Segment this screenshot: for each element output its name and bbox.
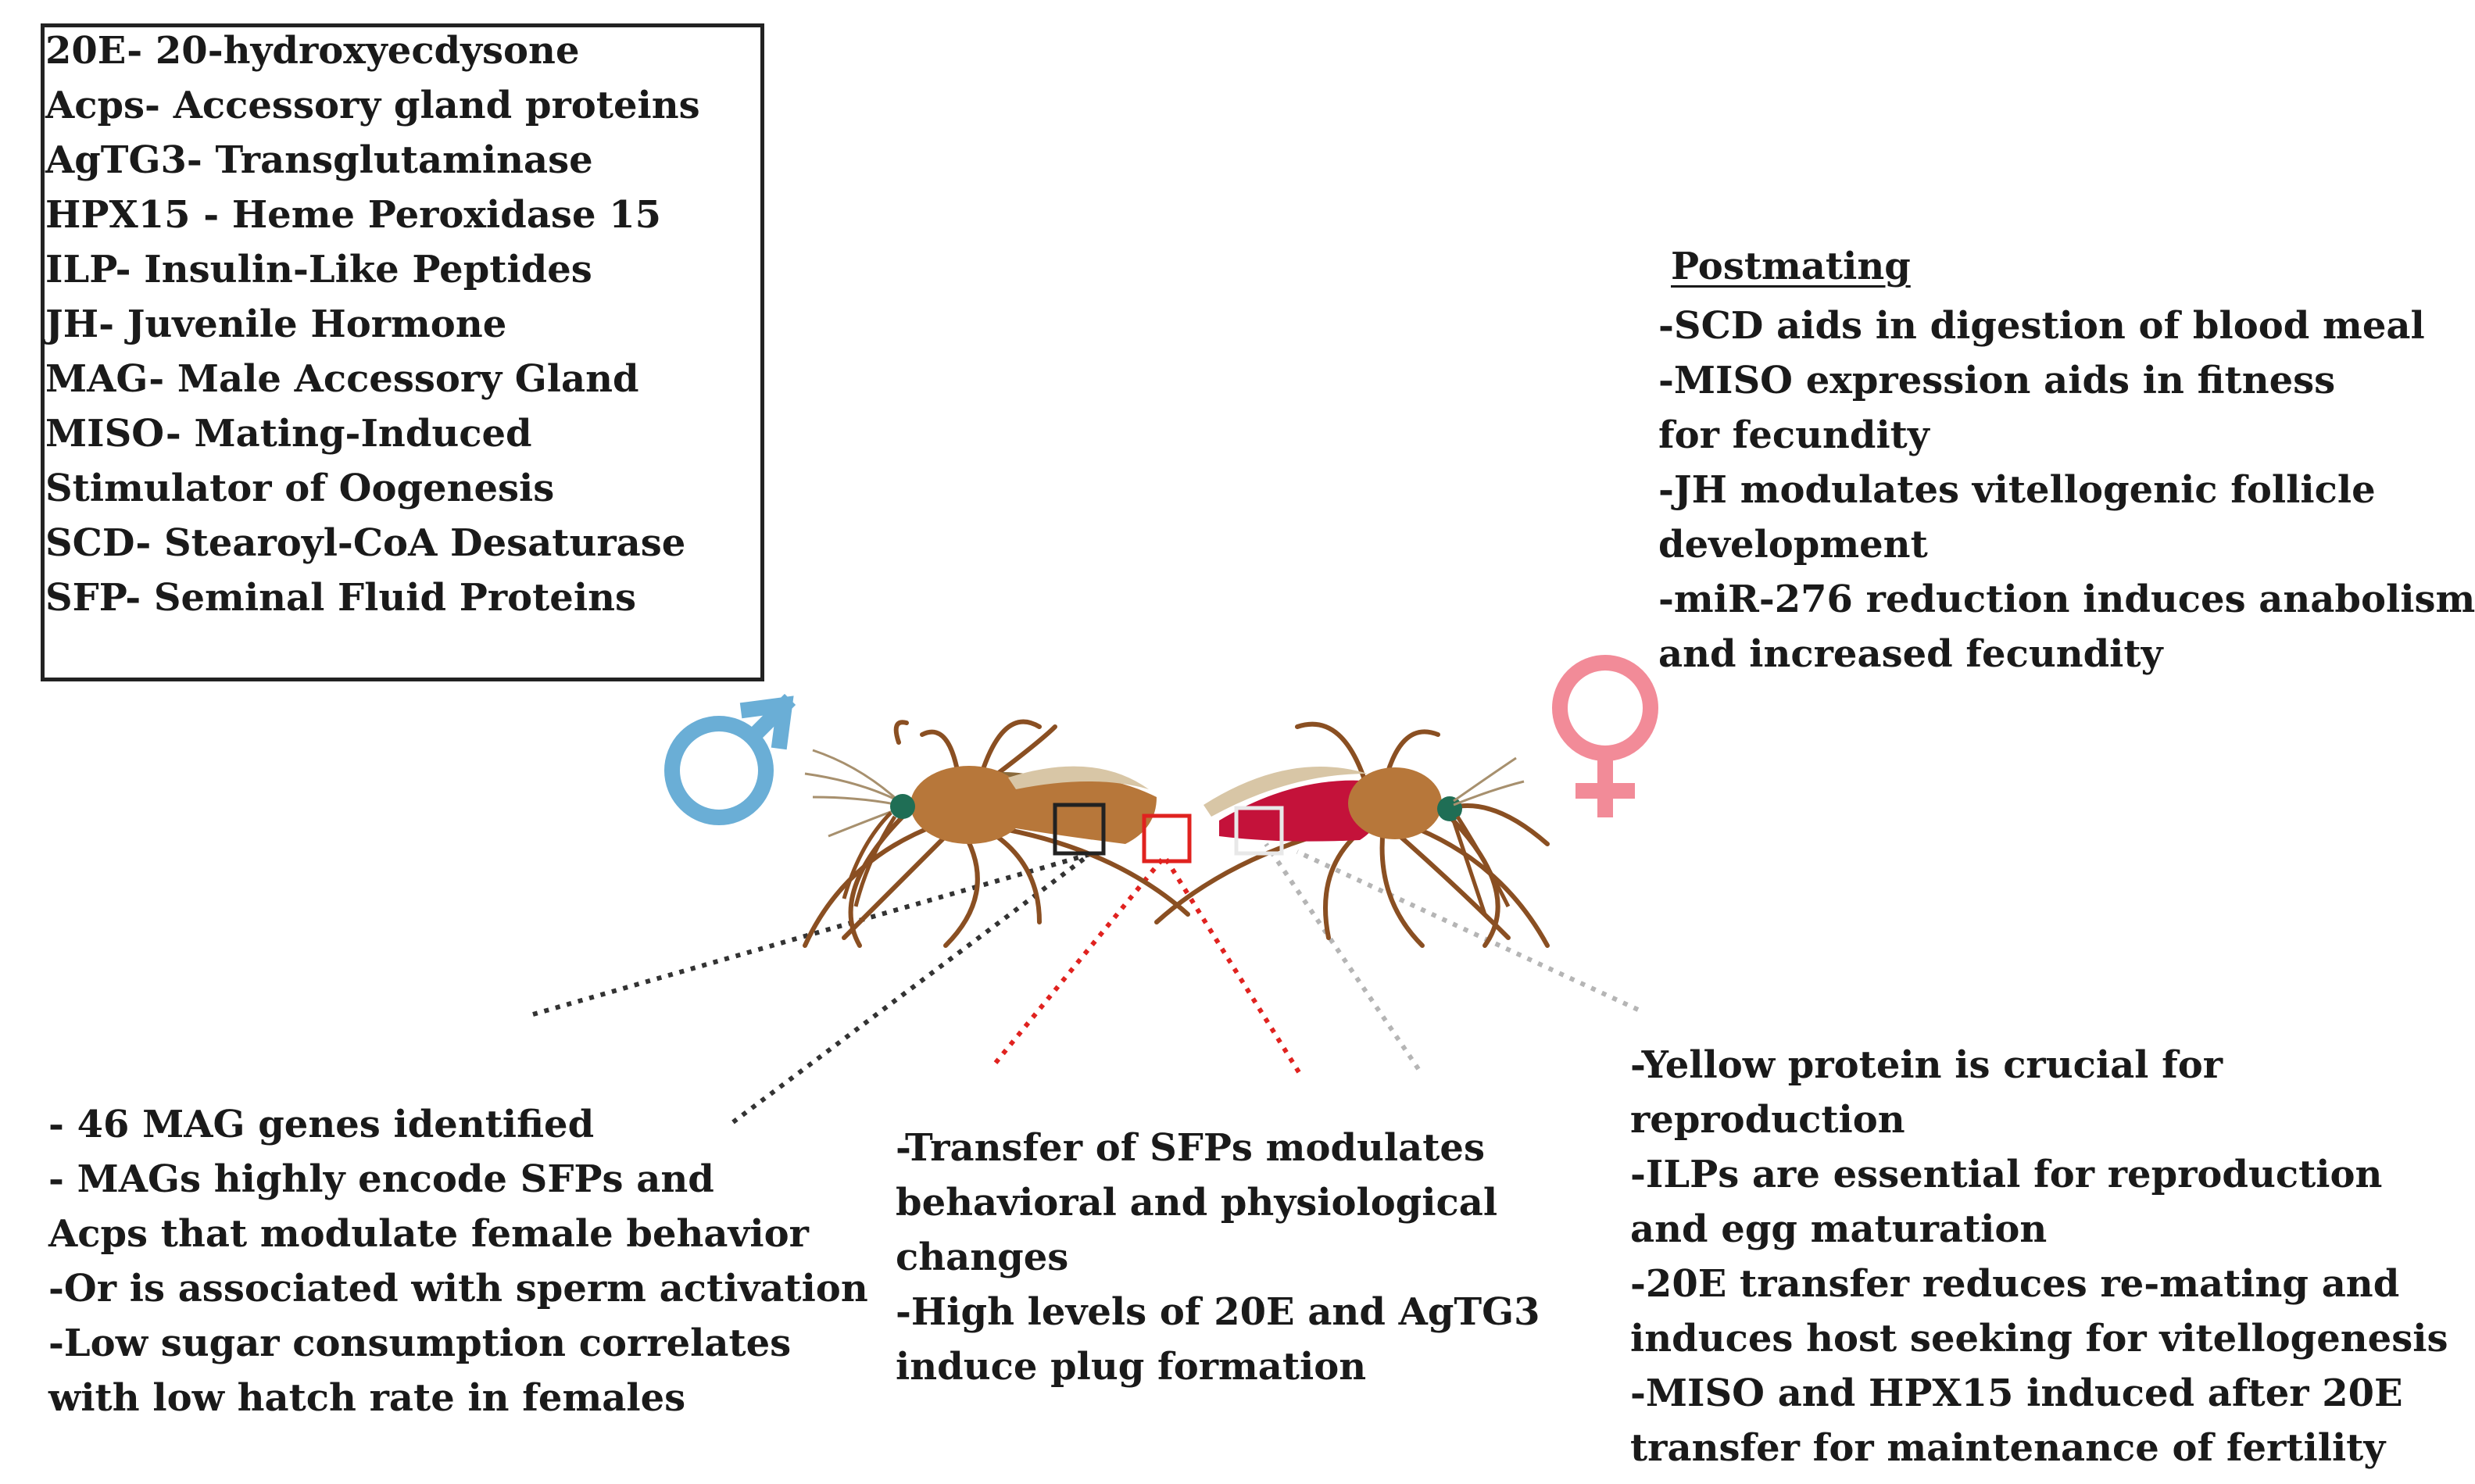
male-note-line: with low hatch rate in females <box>48 1376 686 1420</box>
connector-black-right <box>731 852 1092 1125</box>
female-symbol-icon <box>1552 655 1658 817</box>
glossary-item: SFP- Seminal Fluid Proteins <box>45 576 636 620</box>
sfp-note-line: behavioral and physiological <box>896 1181 1498 1225</box>
female-note-line: and egg maturation <box>1630 1207 2048 1251</box>
connector-red-left <box>993 855 1167 1064</box>
male-note-line: - 46 MAG genes identified <box>48 1103 595 1146</box>
male-note-line: -Low sugar consumption correlates <box>48 1321 792 1365</box>
glossary-item: SCD- Stearoyl-CoA Desaturase <box>45 521 686 565</box>
male-note-line: - MAGs highly encode SFPs and <box>48 1157 714 1201</box>
male-note-line: Acps that modulate female behavior <box>48 1212 809 1256</box>
postmating-line: -MISO expression aids in fitness <box>1658 359 2336 402</box>
sfp-note-line: -Transfer of SFPs modulates <box>896 1126 1485 1170</box>
male-gland-box <box>1053 803 1106 856</box>
glossary-list: 20E- 20-hydroxyecdysone Acps- Accessory … <box>45 23 700 625</box>
female-note-line: induces host seeking for vitellogenesis <box>1630 1317 2448 1361</box>
glossary-item: 20E- 20-hydroxyecdysone <box>45 29 580 73</box>
postmating-line: -JH modulates vitellogenic follicle <box>1658 468 2376 512</box>
female-note-line: reproduction <box>1630 1098 1905 1142</box>
glossary-item: MAG- Male Accessory Gland <box>45 357 639 401</box>
postmating-notes: -SCD aids in digestion of blood meal -MI… <box>1658 299 2475 681</box>
postmating-line: -SCD aids in digestion of blood meal <box>1658 304 2425 348</box>
postmating-line: -miR-276 reduction induces anabolism <box>1658 578 2475 621</box>
female-mosquito <box>1154 721 1550 948</box>
glossary-item: Stimulator of Oogenesis <box>45 467 555 510</box>
glossary-item: Acps- Accessory gland proteins <box>45 84 700 127</box>
glossary-item: ILP- Insulin-Like Peptides <box>45 248 592 291</box>
connector-grey-right <box>1296 849 1640 1012</box>
sfp-note-line: changes <box>896 1235 1069 1279</box>
glossary-item: AgTG3- Transglutaminase <box>45 138 593 182</box>
female-tract-box <box>1234 806 1284 856</box>
connector-black-left <box>532 852 1091 1017</box>
sfp-note-line: induce plug formation <box>896 1345 1367 1389</box>
sfp-note-line: -High levels of 20E and AgTG3 <box>896 1290 1540 1334</box>
glossary-item: MISO- Mating-Induced <box>45 412 532 456</box>
male-notes: - 46 MAG genes identified - MAGs highly … <box>48 1097 868 1425</box>
female-notes: -Yellow protein is crucial for reproduct… <box>1630 1038 2448 1475</box>
male-mosquito <box>803 719 1190 948</box>
postmating-line: for fecundity <box>1658 413 1930 457</box>
female-note-line: -MISO and HPX15 induced after 20E <box>1630 1371 2403 1415</box>
female-note-line: -ILPs are essential for reproduction <box>1630 1153 2383 1196</box>
sfp-transfer-notes: -Transfer of SFPs modulates behavioral a… <box>896 1121 1540 1394</box>
female-note-line: transfer for maintenance of fertility <box>1630 1426 2386 1470</box>
female-note-line: -Yellow protein is crucial for <box>1630 1043 2223 1087</box>
connector-grey-left <box>1264 842 1421 1071</box>
male-symbol-icon <box>664 693 796 825</box>
glossary-item: JH- Juvenile Hormone <box>45 302 507 346</box>
transfer-box <box>1142 814 1192 864</box>
postmating-title: Postmating <box>1671 245 1911 288</box>
connector-red-right <box>1162 855 1301 1074</box>
glossary-box <box>41 23 764 681</box>
female-note-line: -20E transfer reduces re-mating and <box>1630 1262 2400 1306</box>
postmating-line: and increased fecundity <box>1658 632 2163 676</box>
male-note-line: -Or is associated with sperm activation <box>48 1267 868 1311</box>
glossary-item: HPX15 - Heme Peroxidase 15 <box>45 193 661 237</box>
postmating-line: development <box>1658 523 1928 567</box>
